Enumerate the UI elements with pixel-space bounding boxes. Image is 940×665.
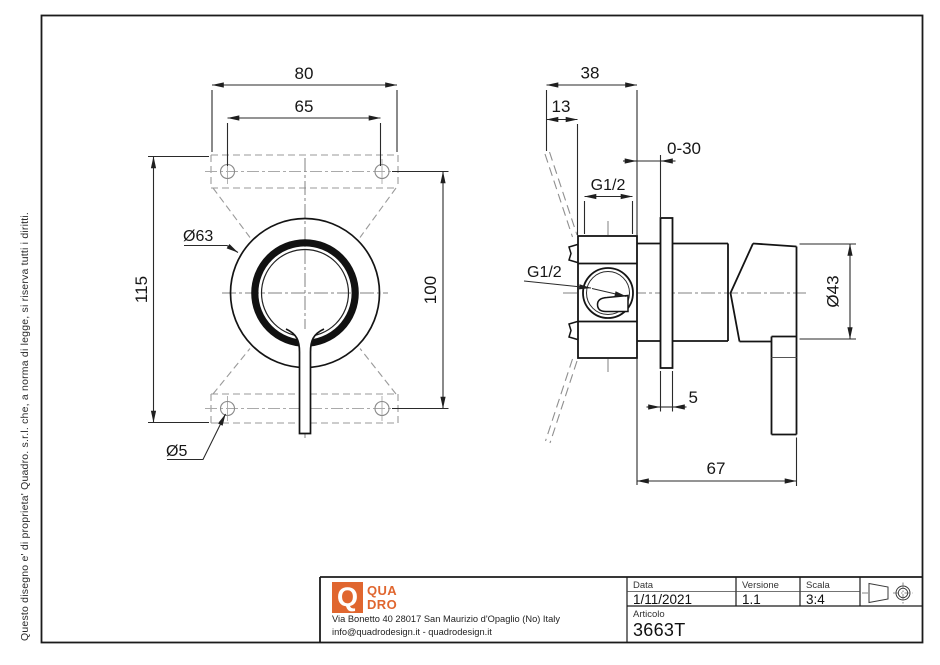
logo-letter: Q [336, 582, 358, 612]
wordmark-line2: DRO [367, 596, 398, 612]
field-label-scala: Scala [806, 580, 830, 591]
side-dim-5: 5 [689, 388, 698, 407]
front-dimension-lines [148, 82, 449, 461]
side-dimension-lines [523, 82, 856, 486]
projection-symbol-icon [862, 582, 913, 604]
inlet-port-clip-top [568, 243, 578, 264]
front-label-diameter-63: Ø63 [183, 228, 213, 245]
company-contacts: info@quadrodesign.it - quadrodesign.it [332, 626, 492, 637]
quadro-wordmark: QUA DRO [367, 584, 397, 611]
side-label-g12-left: G1/2 [527, 264, 562, 281]
field-label-articolo: Articolo [633, 609, 665, 620]
field-value-scala: 3:4 [806, 592, 825, 607]
ownership-disclaimer: Questo disegno e' di proprieta' Quadro. … [19, 211, 31, 641]
side-view: 38 13 0-30 G1/2 G1/2 Ø43 5 67 [523, 64, 856, 486]
inlet-port-clip-bottom [568, 320, 578, 341]
front-dim-65: 65 [295, 97, 314, 116]
field-label-data: Data [633, 580, 654, 591]
side-dim-0-30: 0-30 [667, 139, 701, 158]
field-label-versione: Versione [742, 580, 779, 591]
field-value-articolo: 3663T [633, 620, 686, 640]
side-neck [637, 242, 729, 342]
side-label-g12-top: G1/2 [591, 177, 626, 194]
front-dim-80: 80 [295, 64, 314, 83]
front-dim-115: 115 [132, 276, 151, 303]
front-lever [285, 328, 325, 435]
field-value-data: 1/11/2021 [633, 592, 693, 607]
wall-break-lines [544, 151, 578, 444]
side-dim-38: 38 [581, 64, 600, 83]
side-dim-67: 67 [707, 459, 726, 478]
side-handle [729, 242, 798, 436]
cartridge-outlet [596, 294, 629, 313]
title-block-grid [319, 576, 923, 643]
side-valve-body [568, 235, 638, 359]
company-address: Via Bonetto 40 28017 San Maurizio d'Opag… [332, 614, 560, 624]
quadro-logo-icon: Q [332, 582, 363, 613]
wordmark-line1: QUA [367, 583, 398, 598]
field-value-versione: 1.1 [742, 592, 761, 607]
page-border [40, 14, 924, 644]
front-label-diameter-5: Ø5 [166, 443, 187, 460]
front-dim-100: 100 [421, 276, 440, 304]
side-dim-13: 13 [552, 97, 571, 116]
wall-escutcheon-plate [659, 217, 674, 369]
side-label-diameter-43: Ø43 [824, 275, 843, 307]
front-view: 80 65 115 100 Ø63 Ø5 [132, 64, 449, 461]
